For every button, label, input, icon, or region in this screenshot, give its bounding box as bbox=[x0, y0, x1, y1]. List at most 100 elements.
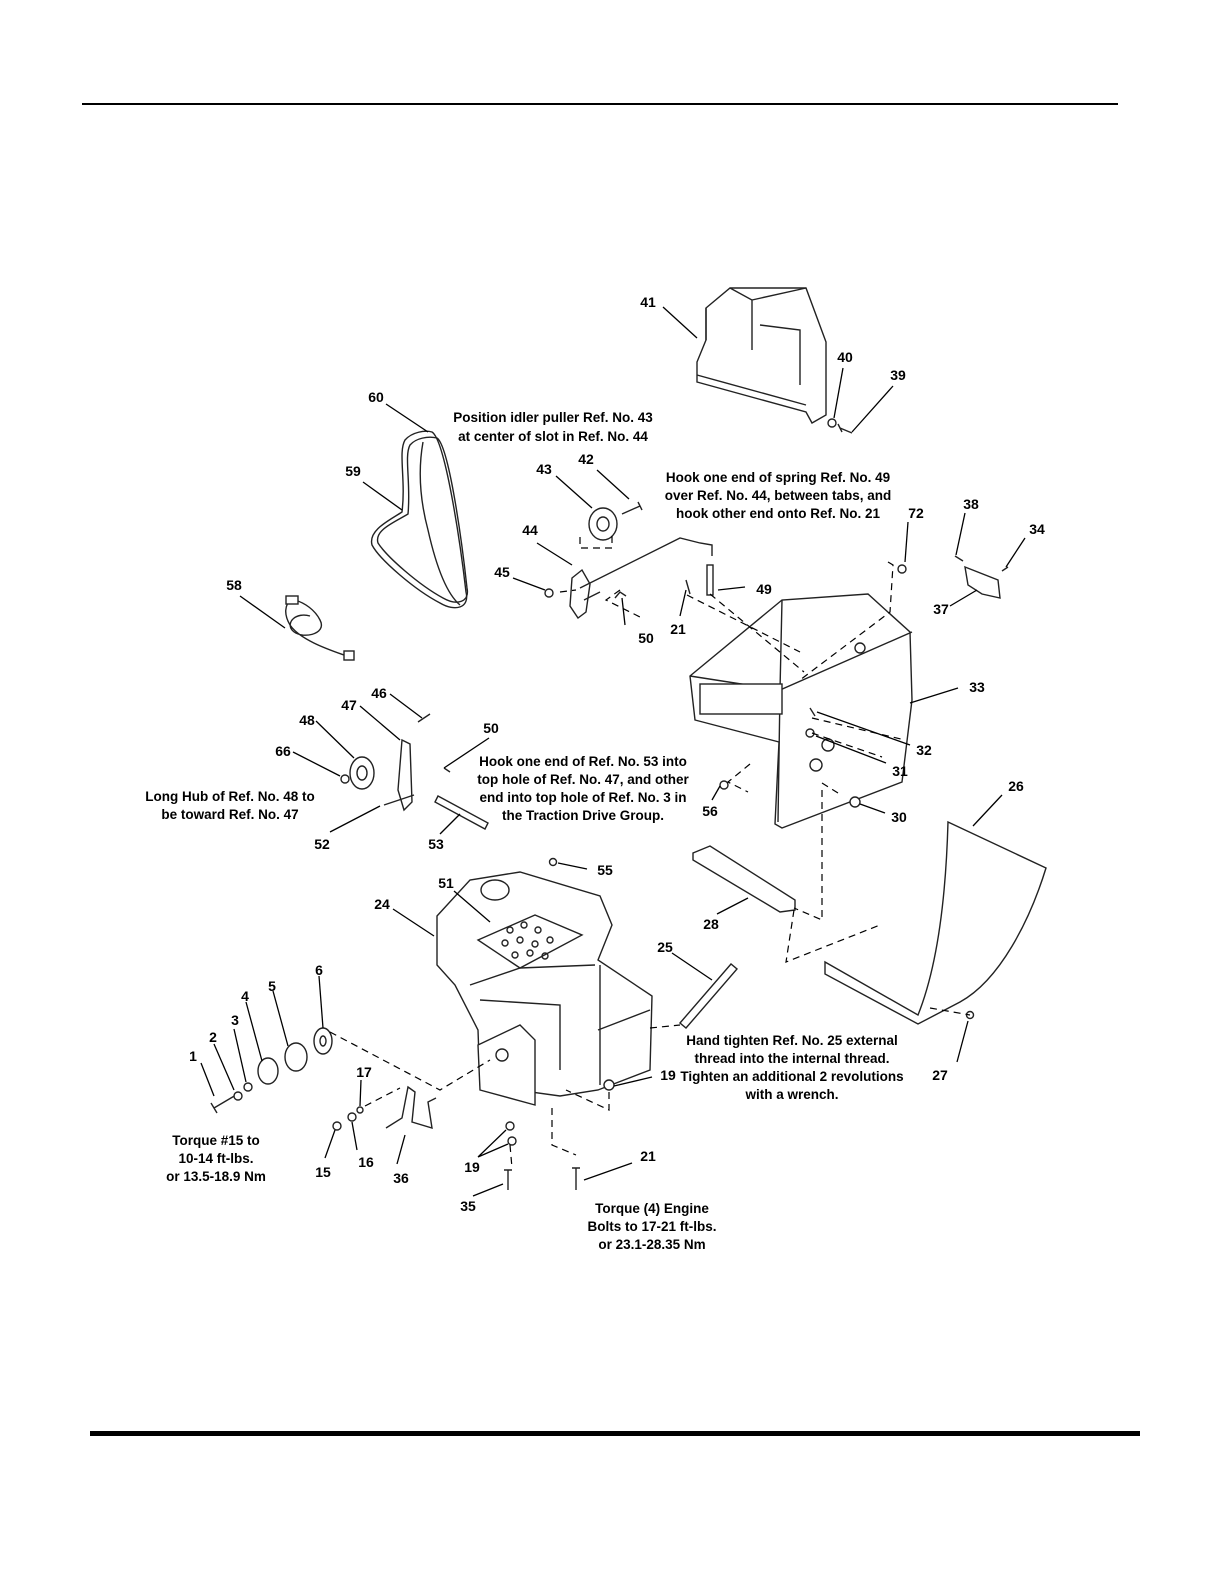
callout-24: 24 bbox=[374, 896, 390, 912]
callout-31: 31 bbox=[892, 763, 908, 779]
callout-52: 52 bbox=[314, 836, 330, 852]
assembly-centerlines bbox=[329, 533, 971, 1169]
bolt-34-part bbox=[1001, 566, 1009, 572]
leader-lines bbox=[200, 306, 1026, 1197]
note-ref-53: Hook one end of Ref. No. 53 into top hol… bbox=[477, 754, 689, 823]
bolt-35-part bbox=[504, 1169, 512, 1190]
grid-51-part bbox=[501, 921, 554, 960]
callout-35: 35 bbox=[460, 1198, 476, 1214]
nut-45-part bbox=[544, 588, 554, 598]
bracket-28-part bbox=[692, 845, 796, 913]
note-spring: Hook one end of spring Ref. No. 49 over … bbox=[665, 470, 892, 521]
svg-text:Long Hub of Ref. No. 48 to: Long Hub of Ref. No. 48 to bbox=[145, 789, 314, 804]
callout-15: 15 bbox=[315, 1164, 331, 1180]
shield-26-part bbox=[824, 820, 1047, 1025]
washer-2-part bbox=[233, 1091, 243, 1101]
callout-46: 46 bbox=[371, 685, 387, 701]
note-engine-bolts: Torque (4) Engine Bolts to 17-21 ft-lbs.… bbox=[587, 1201, 716, 1252]
nut-31-part bbox=[805, 728, 815, 738]
callout-33: 33 bbox=[969, 679, 985, 695]
svg-text:Hand tighten Ref. No. 25 exter: Hand tighten Ref. No. 25 external bbox=[686, 1033, 898, 1048]
svg-text:at center of slot in Ref. No.: at center of slot in Ref. No. 44 bbox=[458, 429, 648, 444]
nut-55-part bbox=[548, 857, 558, 867]
frame-33-part bbox=[689, 593, 913, 829]
callout-49: 49 bbox=[756, 581, 772, 597]
callout-25: 25 bbox=[657, 939, 673, 955]
svg-text:Hook one end of spring Ref. No: Hook one end of spring Ref. No. 49 bbox=[666, 470, 890, 485]
callout-60: 60 bbox=[368, 389, 384, 405]
svg-text:or 13.5-18.9 Nm: or 13.5-18.9 Nm bbox=[166, 1169, 266, 1184]
rod-part bbox=[579, 537, 713, 601]
svg-text:Bolts to 17-21 ft-lbs.: Bolts to 17-21 ft-lbs. bbox=[587, 1219, 716, 1234]
washer-3-part bbox=[243, 1082, 253, 1092]
callout-47: 47 bbox=[341, 697, 357, 713]
svg-text:Torque #15 to: Torque #15 to bbox=[172, 1133, 260, 1148]
callout-27: 27 bbox=[932, 1067, 948, 1083]
bolt-21-bottom-part bbox=[572, 1167, 580, 1190]
note-idler-puller: Position idler puller Ref. No. 43 at cen… bbox=[453, 410, 653, 444]
bolt-38-part bbox=[954, 555, 964, 562]
nut-19-right-part bbox=[603, 1079, 615, 1091]
callout-32: 32 bbox=[916, 742, 932, 758]
callout-40: 40 bbox=[837, 349, 853, 365]
svg-text:Position idler puller Ref. No.: Position idler puller Ref. No. 43 bbox=[453, 410, 653, 425]
callout-4: 4 bbox=[241, 988, 249, 1004]
spring-53-part bbox=[434, 795, 489, 830]
bolt-30-part bbox=[849, 796, 861, 808]
bracket-47-part bbox=[397, 738, 413, 812]
clip-32-part bbox=[809, 707, 816, 717]
pulley-6-part bbox=[313, 1027, 333, 1055]
callout-21-top: 21 bbox=[670, 621, 686, 637]
pulley-48-part bbox=[349, 756, 375, 790]
nut-72-part bbox=[897, 564, 907, 574]
washer-40-part bbox=[827, 418, 837, 428]
callout-50-top: 50 bbox=[638, 630, 654, 646]
callout-16: 16 bbox=[358, 1154, 374, 1170]
tube-25-part bbox=[679, 963, 738, 1029]
callout-58: 58 bbox=[226, 577, 242, 593]
svg-text:Hook one end of Ref. No. 53 in: Hook one end of Ref. No. 53 into bbox=[479, 754, 687, 769]
callout-43: 43 bbox=[536, 461, 552, 477]
bolt-21-top-part bbox=[685, 579, 691, 595]
washer-17-part bbox=[356, 1106, 364, 1114]
bolt-42-part bbox=[621, 501, 643, 515]
pulley-5-part bbox=[284, 1042, 308, 1072]
bolt-46-part bbox=[417, 713, 431, 723]
callout-38: 38 bbox=[963, 496, 979, 512]
callout-6: 6 bbox=[315, 962, 323, 978]
bracket-36-part bbox=[385, 1085, 437, 1129]
callout-17: 17 bbox=[356, 1064, 372, 1080]
idler-arm-44-part bbox=[569, 568, 591, 620]
callout-42: 42 bbox=[578, 451, 594, 467]
bolt-1-part bbox=[210, 1094, 237, 1114]
pin-52-part bbox=[383, 794, 415, 806]
svg-text:Torque (4) Engine: Torque (4) Engine bbox=[595, 1201, 709, 1216]
svg-text:or 23.1-28.35 Nm: or 23.1-28.35 Nm bbox=[598, 1237, 705, 1252]
nut-19-left-a-part bbox=[505, 1121, 515, 1131]
bracket-37-part bbox=[964, 565, 1001, 599]
callout-59: 59 bbox=[345, 463, 361, 479]
svg-text:10-14 ft-lbs.: 10-14 ft-lbs. bbox=[178, 1151, 253, 1166]
callout-55: 55 bbox=[597, 862, 613, 878]
callout-3: 3 bbox=[231, 1012, 239, 1028]
callout-51: 51 bbox=[438, 875, 454, 891]
callout-26: 26 bbox=[1008, 778, 1024, 794]
callout-72: 72 bbox=[908, 505, 924, 521]
note-long-hub: Long Hub of Ref. No. 48 to be toward Ref… bbox=[145, 789, 314, 822]
callout-30: 30 bbox=[891, 809, 907, 825]
pin-50-part bbox=[614, 591, 627, 599]
callout-39: 39 bbox=[890, 367, 906, 383]
callout-50-mid: 50 bbox=[483, 720, 499, 736]
spring-49-part bbox=[706, 564, 714, 596]
note-torque-15: Torque #15 to 10-14 ft-lbs. or 13.5-18.9… bbox=[166, 1133, 266, 1184]
callout-5: 5 bbox=[268, 978, 276, 994]
nut-66-part bbox=[340, 774, 350, 784]
callout-1: 1 bbox=[189, 1048, 197, 1064]
svg-text:with a wrench.: with a wrench. bbox=[744, 1087, 838, 1102]
svg-text:top hole of Ref. No. 47, and o: top hole of Ref. No. 47, and other bbox=[477, 772, 689, 787]
callout-28: 28 bbox=[703, 916, 719, 932]
callout-34: 34 bbox=[1029, 521, 1045, 537]
svg-text:hook other end onto Ref. No. 2: hook other end onto Ref. No. 21 bbox=[676, 506, 880, 521]
idler-pulley-43-part bbox=[588, 507, 618, 541]
callout-44: 44 bbox=[522, 522, 538, 538]
